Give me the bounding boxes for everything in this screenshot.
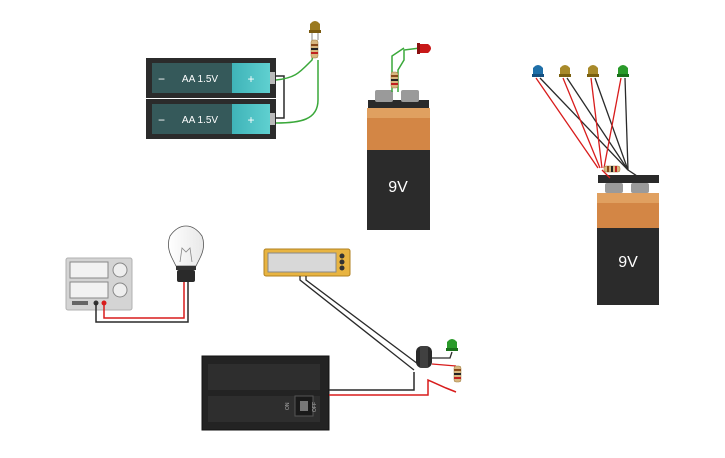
resistor-center[interactable]: [390, 71, 399, 89]
aa-battery-label: AA 1.5V: [182, 115, 218, 126]
switch-on-label: ON: [285, 402, 291, 410]
led-green-bottom[interactable]: [446, 339, 458, 351]
9v-battery-right[interactable]: 9V: [597, 175, 659, 305]
led-yellow-2[interactable]: [587, 65, 599, 77]
capacitor[interactable]: [416, 346, 432, 368]
aa-minus-label: −: [158, 113, 165, 127]
resistor-bottom[interactable]: [453, 365, 462, 383]
wire-multimeter[interactable]: [299, 276, 419, 371]
9v-battery-center[interactable]: 9V: [367, 90, 430, 230]
wire-capacitor-led[interactable]: [431, 351, 457, 367]
led-amber-top[interactable]: [309, 21, 321, 40]
power-supply[interactable]: [65, 257, 133, 311]
led-yellow-1[interactable]: [559, 65, 571, 77]
aa-battery-top[interactable]: − AA 1.5V +: [146, 58, 276, 98]
aa-minus-label: −: [158, 72, 165, 86]
wire-aa-series[interactable]: [275, 49, 319, 124]
aa-battery-label: AA 1.5V: [182, 74, 218, 85]
resistor-right[interactable]: [603, 165, 621, 173]
aa-plus-label: +: [247, 113, 254, 127]
9v-label: 9V: [618, 254, 638, 271]
led-blue[interactable]: [532, 65, 544, 77]
switch-off-label: OFF: [312, 402, 318, 412]
resistor-top-left[interactable]: [310, 39, 319, 59]
aa-battery-bottom[interactable]: − AA 1.5V +: [146, 99, 276, 139]
wire-psu-bulb[interactable]: [95, 282, 189, 323]
wires-led-fan[interactable]: [535, 77, 641, 179]
wire-battery-pack[interactable]: [329, 372, 457, 396]
battery-pack[interactable]: ON OFF: [201, 355, 330, 431]
led-green-right[interactable]: [617, 65, 629, 77]
9v-label: 9V: [388, 179, 408, 196]
light-bulb[interactable]: [168, 225, 204, 282]
led-red-center[interactable]: [417, 43, 431, 54]
multimeter[interactable]: [263, 248, 351, 277]
aa-plus-label: +: [247, 72, 254, 86]
